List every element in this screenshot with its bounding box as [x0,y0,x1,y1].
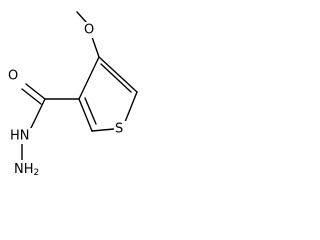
carbonyl-oxygen-label: O [8,69,18,84]
terminal-nh2-text: NH [14,162,34,177]
structure-diagram: O O S HN NH2 [7,11,138,178]
bond-methyl-o [76,11,87,23]
bond-c3-c4 [78,56,100,100]
bond-c2-c3 [78,98,93,132]
terminal-nh2-label: NH2 [14,162,39,179]
atom-labels: O O S HN NH2 [7,22,127,178]
bonds [21,11,138,161]
bond-s-c2 [91,128,115,132]
bond-carbonyl-o-inner [21,88,42,105]
bond-o-c4 [91,36,100,58]
bond-c2-c3-inner [84,97,97,125]
bond-c4-c5 [98,56,138,93]
bond-c4-c5-inner [100,63,132,93]
bond-c5-s [124,91,138,123]
bond-carbonyl-o [25,83,46,100]
ring-sulfur-label: S [115,122,123,137]
bond-carbonyl-nh [30,98,46,129]
methoxy-oxygen-label: O [84,23,94,38]
terminal-nh2-subscript: 2 [34,168,40,178]
hydrazide-nh-label: HN [10,129,30,144]
